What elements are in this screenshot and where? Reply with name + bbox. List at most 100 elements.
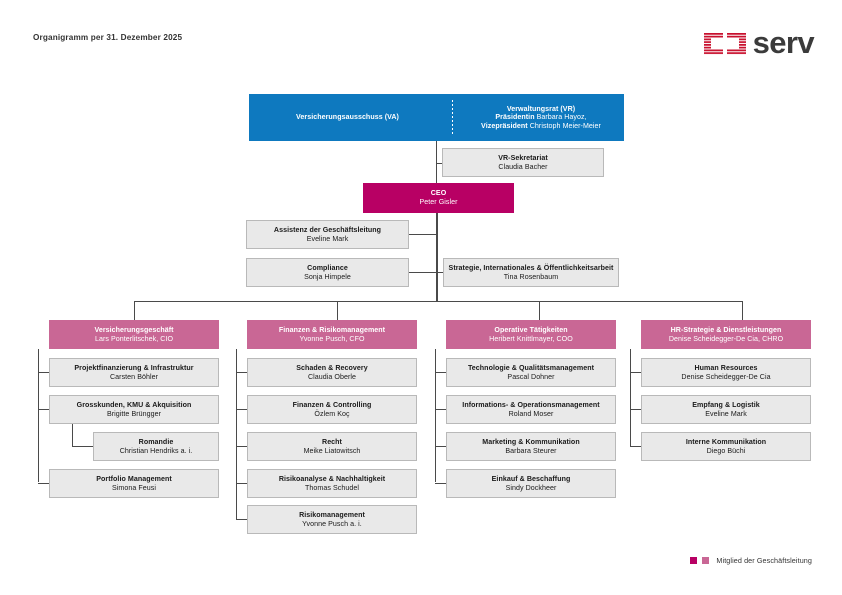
connector-d4-u2 bbox=[630, 409, 641, 410]
connector-spine-div-4 bbox=[630, 349, 631, 446]
logo-block-left bbox=[703, 33, 723, 55]
node-person: Eveline Mark bbox=[705, 409, 747, 418]
node-person: Tina Rosenbaum bbox=[503, 272, 559, 281]
node-person: Roland Moser bbox=[508, 409, 554, 418]
connector-d2-u1 bbox=[236, 372, 247, 373]
connector-board-trunk bbox=[436, 141, 437, 301]
node-technologie-qualitaetsmanagement[interactable]: Technologie & Qualitätsmanagement Pascal… bbox=[446, 358, 616, 387]
node-title: VR-Sekretariat bbox=[498, 153, 548, 162]
legend-label: Mitglied der Geschäftsleitung bbox=[716, 556, 812, 565]
node-title: Human Resources bbox=[694, 363, 758, 372]
node-human-resources[interactable]: Human Resources Denise Scheidegger-De Ci… bbox=[641, 358, 811, 387]
connector-d4-u3 bbox=[630, 446, 641, 447]
legend-swatch-magenta bbox=[690, 557, 698, 564]
connector-spine-div-1 bbox=[38, 349, 39, 482]
node-title: Projektfinanzierung & Infrastruktur bbox=[74, 363, 194, 372]
insurance-committee-box[interactable]: Versicherungsausschuss (VA) bbox=[249, 94, 446, 141]
node-title: Einkauf & Beschaffung bbox=[491, 474, 571, 483]
node-schaden-recovery[interactable]: Schaden & Recovery Claudia Oberle bbox=[247, 358, 417, 387]
connector-d2-u4 bbox=[236, 483, 247, 484]
insurance-committee-title: Versicherungsausschuss (VA) bbox=[296, 113, 399, 122]
node-compliance[interactable]: Compliance Sonja Himpele bbox=[246, 258, 409, 287]
connector-to-compliance bbox=[409, 272, 437, 273]
board-bar bbox=[249, 94, 624, 141]
node-person: Carsten Böhler bbox=[109, 372, 158, 381]
connector-romandie-spine bbox=[72, 424, 73, 446]
node-risikomanagement[interactable]: Risikomanagement Yvonne Pusch a. i. bbox=[247, 505, 417, 534]
node-person: Yvonne Pusch a. i. bbox=[302, 519, 362, 528]
node-person: Claudia Oberle bbox=[307, 372, 357, 381]
node-person: Christian Hendriks a. i. bbox=[119, 446, 193, 455]
node-ceo[interactable]: CEO Peter Gisler bbox=[363, 183, 514, 213]
node-title: Risikomanagement bbox=[299, 510, 365, 519]
node-person: Brigitte Brüngger bbox=[106, 409, 162, 418]
node-finanzen-controlling[interactable]: Finanzen & Controlling Özlem Koç bbox=[247, 395, 417, 424]
node-person: Pascal Dohner bbox=[507, 372, 555, 381]
node-empfang-logistik[interactable]: Empfang & Logistik Eveline Mark bbox=[641, 395, 811, 424]
node-risikoanalyse-nachhaltigkeit[interactable]: Risikoanalyse & Nachhaltigkeit Thomas Sc… bbox=[247, 469, 417, 498]
node-person: Thomas Schudel bbox=[305, 483, 359, 492]
connector-drop-div-1 bbox=[134, 301, 135, 320]
connector-d1-u4 bbox=[38, 483, 49, 484]
serv-wordmark: serv bbox=[752, 25, 815, 60]
node-title: Grosskunden, KMU & Akquisition bbox=[76, 400, 192, 409]
node-marketing-kommunikation[interactable]: Marketing & Kommunikation Barbara Steure… bbox=[446, 432, 616, 461]
node-person: Özlem Koç bbox=[314, 409, 350, 418]
node-title: Romandie bbox=[138, 437, 174, 446]
connector-division-bus bbox=[134, 301, 742, 302]
node-vr-sekretariat[interactable]: VR-Sekretariat Claudia Bacher bbox=[442, 148, 604, 177]
node-informations-operationsmanagement[interactable]: Informations- & Operationsmanagement Rol… bbox=[446, 395, 616, 424]
page-title: Organigramm per 31. Dezember 2025 bbox=[33, 33, 183, 42]
board-president-line: Präsidentin Barbara Hayoz, bbox=[495, 113, 587, 122]
node-title: Versicherungsgeschäft bbox=[94, 325, 174, 334]
node-person: Barbara Steurer bbox=[505, 446, 557, 455]
node-division-versicherungsgeschaeft[interactable]: Versicherungsgeschäft Lars Ponterlitsche… bbox=[49, 320, 219, 349]
node-division-finanzen-risikomanagement[interactable]: Finanzen & Risikomanagement Yvonne Pusch… bbox=[247, 320, 417, 349]
node-title: Assistenz der Geschäftsleitung bbox=[273, 225, 382, 234]
connector-d2-u5 bbox=[236, 519, 247, 520]
board-of-directors-box[interactable]: Verwaltungsrat (VR) Präsidentin Barbara … bbox=[458, 94, 624, 141]
node-person: Meike Liatowitsch bbox=[303, 446, 361, 455]
node-title: Informations- & Operationsmanagement bbox=[462, 400, 600, 409]
node-interne-kommunikation[interactable]: Interne Kommunikation Diego Büchi bbox=[641, 432, 811, 461]
connector-d3-u1 bbox=[435, 372, 446, 373]
node-title: Operative Tätigkeiten bbox=[494, 325, 568, 334]
node-title: Strategie, Internationales & Öffentlichk… bbox=[448, 263, 614, 272]
connector-drop-div-2 bbox=[337, 301, 338, 320]
connector-d1-u1 bbox=[38, 372, 49, 373]
node-romandie[interactable]: Romandie Christian Hendriks a. i. bbox=[93, 432, 219, 461]
node-title: Marketing & Kommunikation bbox=[482, 437, 580, 446]
node-einkauf-beschaffung[interactable]: Einkauf & Beschaffung Sindy Dockheer bbox=[446, 469, 616, 498]
connector-to-strategie bbox=[437, 272, 443, 273]
connector-to-romandie bbox=[72, 446, 93, 447]
legend-swatch-pink bbox=[702, 557, 710, 564]
node-person: Eveline Mark bbox=[306, 234, 349, 243]
connector-d1-u2 bbox=[38, 409, 49, 410]
node-assistenz-geschaeftsleitung[interactable]: Assistenz der Geschäftsleitung Eveline M… bbox=[246, 220, 409, 249]
node-title: Schaden & Recovery bbox=[296, 363, 368, 372]
node-person: Peter Gisler bbox=[419, 198, 458, 206]
node-title: Portfolio Management bbox=[96, 474, 172, 483]
connector-ceo-spine bbox=[437, 213, 438, 301]
node-title: Interne Kommunikation bbox=[685, 437, 767, 446]
connector-drop-div-3 bbox=[539, 301, 540, 320]
node-recht[interactable]: Recht Meike Liatowitsch bbox=[247, 432, 417, 461]
connector-d3-u2 bbox=[435, 409, 446, 410]
node-strategie-internationales[interactable]: Strategie, Internationales & Öffentlichk… bbox=[443, 258, 619, 287]
node-title: Technologie & Qualitätsmanagement bbox=[467, 363, 595, 372]
node-portfolio-management[interactable]: Portfolio Management Simona Feusi bbox=[49, 469, 219, 498]
node-grosskunden-kmu-akquisition[interactable]: Grosskunden, KMU & Akquisition Brigitte … bbox=[49, 395, 219, 424]
node-division-operative-taetigkeiten[interactable]: Operative Tätigkeiten Heribert Knittlmay… bbox=[446, 320, 616, 349]
node-person: Heribert Knittlmayer, COO bbox=[489, 334, 573, 343]
node-division-hr-strategie[interactable]: HR-Strategie & Dienstleistungen Denise S… bbox=[641, 320, 811, 349]
connector-d2-u2 bbox=[236, 409, 247, 410]
node-person: Diego Büchi bbox=[706, 446, 746, 455]
node-title: Compliance bbox=[307, 263, 348, 272]
connector-d3-u4 bbox=[435, 483, 446, 484]
node-projektfinanzierung-infrastruktur[interactable]: Projektfinanzierung & Infrastruktur Cars… bbox=[49, 358, 219, 387]
node-title: Finanzen & Controlling bbox=[292, 400, 372, 409]
connector-drop-div-4 bbox=[742, 301, 743, 320]
node-person: Yvonne Pusch, CFO bbox=[299, 334, 365, 343]
logo-block-right bbox=[726, 33, 746, 55]
